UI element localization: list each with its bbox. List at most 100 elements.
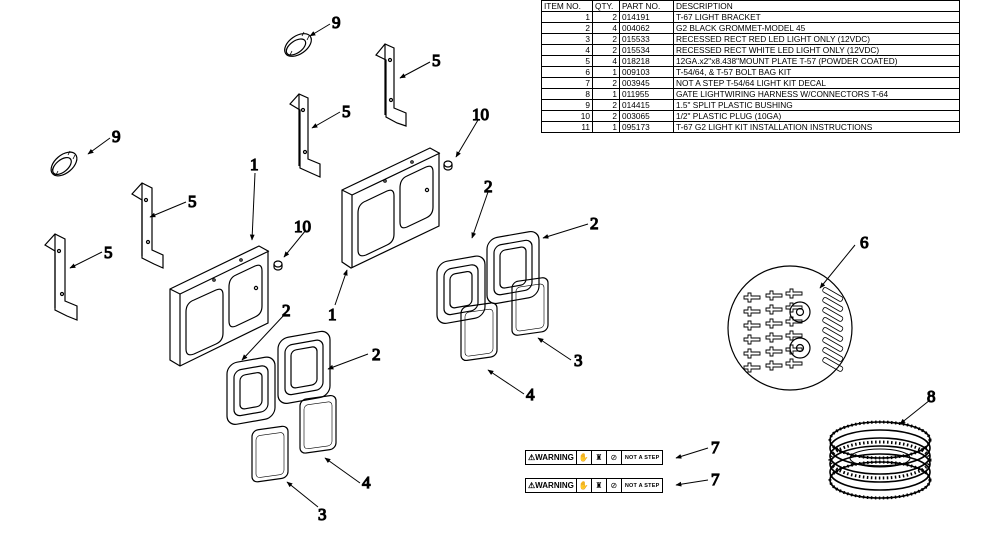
bom-item-no: 10	[541, 110, 593, 122]
bom-description: G2 BLACK GROMMET-MODEL 45	[673, 22, 960, 34]
bom-item-no: 2	[541, 22, 593, 34]
bom-part-no: 004062	[619, 22, 674, 34]
light-bracket-1-left	[169, 245, 270, 367]
callout-7-bottom: 7	[711, 470, 720, 489]
bom-item-no: 4	[541, 44, 593, 56]
bom-header-qty: QTY.	[592, 0, 620, 12]
bom-part-no: 014191	[619, 11, 674, 23]
bom-part-no: 011955	[619, 88, 674, 100]
person-icon: ♜	[592, 479, 607, 492]
bom-part-no: 095173	[619, 121, 674, 133]
callout-1-right: 1	[328, 305, 337, 324]
bom-qty: 2	[592, 33, 620, 45]
bom-part-no: 009103	[619, 66, 674, 78]
callout-2-right-b: 2	[590, 214, 599, 233]
warning-decal-bottom: ⚠WARNING ✋ ♜ ⊘ NOT A STEP	[525, 478, 664, 493]
grommet-2-left-a	[226, 356, 276, 425]
bom-item-no: 8	[541, 88, 593, 100]
mount-plate-5-top-middle	[289, 93, 321, 178]
bom-header-part-no: PART NO.	[619, 0, 674, 12]
bom-item-no: 6	[541, 66, 593, 78]
bom-qty: 1	[592, 88, 620, 100]
white-light-4-right	[460, 302, 498, 362]
bolt-bag-kit-6	[727, 265, 853, 391]
bom-part-no: 003065	[619, 110, 674, 122]
decal-text: NOT A STEP	[624, 482, 660, 489]
grommet-2-right-b	[486, 230, 540, 305]
wiring-harness-8	[828, 420, 932, 500]
no-step-icon: ⊘	[607, 479, 622, 492]
bom-part-no: 015534	[619, 44, 674, 56]
bom-item-no: 3	[541, 33, 593, 45]
bom-description: 12GA.x2"x8.438"MOUNT PLATE T-57 (POWDER …	[673, 55, 960, 67]
bom-description: 1.5" SPLIT PLASTIC BUSHING	[673, 99, 960, 111]
callout-3-right: 3	[574, 351, 583, 370]
callout-5-top-middle: 5	[342, 102, 351, 121]
mount-plate-5-left-middle	[131, 182, 164, 269]
bom-qty: 2	[592, 99, 620, 111]
bom-description: T-67 LIGHT BRACKET	[673, 11, 960, 23]
split-bushing-9-top	[284, 31, 312, 57]
callout-4-right: 4	[526, 385, 535, 404]
plastic-plug-10-top	[443, 160, 453, 171]
bom-qty: 2	[592, 11, 620, 23]
bom-header-row: ITEM NO. QTY. PART NO. DESCRIPTION	[541, 0, 960, 12]
decal-text: NOT A STEP	[624, 454, 660, 461]
bom-part-no: 018218	[619, 55, 674, 67]
bom-qty: 2	[592, 110, 620, 122]
bom-description: 1/2" PLASTIC PLUG (10GA)	[673, 110, 960, 122]
bom-item-no: 11	[541, 121, 593, 133]
bom-description: RECESSED RECT WHITE LED LIGHT ONLY (12VD…	[673, 44, 960, 56]
red-light-3-left	[251, 425, 289, 483]
callout-3-left: 3	[318, 505, 327, 524]
bom-item-no: 9	[541, 99, 593, 111]
callout-7-top: 7	[711, 438, 720, 457]
split-bushing-9-left	[50, 150, 78, 177]
callout-5-left-middle: 5	[188, 192, 197, 211]
bom-part-no: 014415	[619, 99, 674, 111]
bom-part-no: 015533	[619, 33, 674, 45]
callout-2-right-a: 2	[484, 177, 493, 196]
bom-description: GATE LIGHTWIRING HARNESS W/CONNECTORS T-…	[673, 88, 960, 100]
callout-9-top: 9	[332, 13, 341, 32]
grommet-2-left-b	[277, 330, 331, 404]
person-icon: ♜	[592, 451, 607, 464]
bom-description: T-54/64, & T-57 BOLT BAG KIT	[673, 66, 960, 78]
bom-part-no: 003945	[619, 77, 674, 89]
light-bracket-1-right	[341, 147, 441, 269]
mount-plate-5-top-right	[375, 43, 407, 127]
bom-qty: 4	[592, 55, 620, 67]
hand-crush-icon: ✋	[577, 451, 592, 464]
bom-description: T-67 G2 LIGHT KIT INSTALLATION INSTRUCTI…	[673, 121, 960, 133]
no-step-icon: ⊘	[607, 451, 622, 464]
leader-lines	[69, 23, 931, 508]
decal-warning-label: ⚠WARNING	[526, 451, 577, 464]
warning-decal-top: ⚠WARNING ✋ ♜ ⊘ NOT A STEP	[525, 450, 664, 465]
bom-qty: 1	[592, 121, 620, 133]
bom-header-item-no: ITEM NO.	[541, 0, 593, 12]
bom-qty: 4	[592, 22, 620, 34]
plastic-plug-10-left	[273, 260, 283, 271]
bom-qty: 2	[592, 44, 620, 56]
callout-4-left: 4	[362, 473, 371, 492]
callout-8: 8	[927, 387, 936, 406]
callout-10-top: 10	[472, 105, 489, 124]
bom-header-description: DESCRIPTION	[673, 0, 960, 12]
red-light-3-right	[511, 277, 549, 336]
bom-item-no: 7	[541, 77, 593, 89]
bom-qty: 2	[592, 77, 620, 89]
bom-description: NOT A STEP T-54/64 LIGHT KIT DECAL	[673, 77, 960, 89]
